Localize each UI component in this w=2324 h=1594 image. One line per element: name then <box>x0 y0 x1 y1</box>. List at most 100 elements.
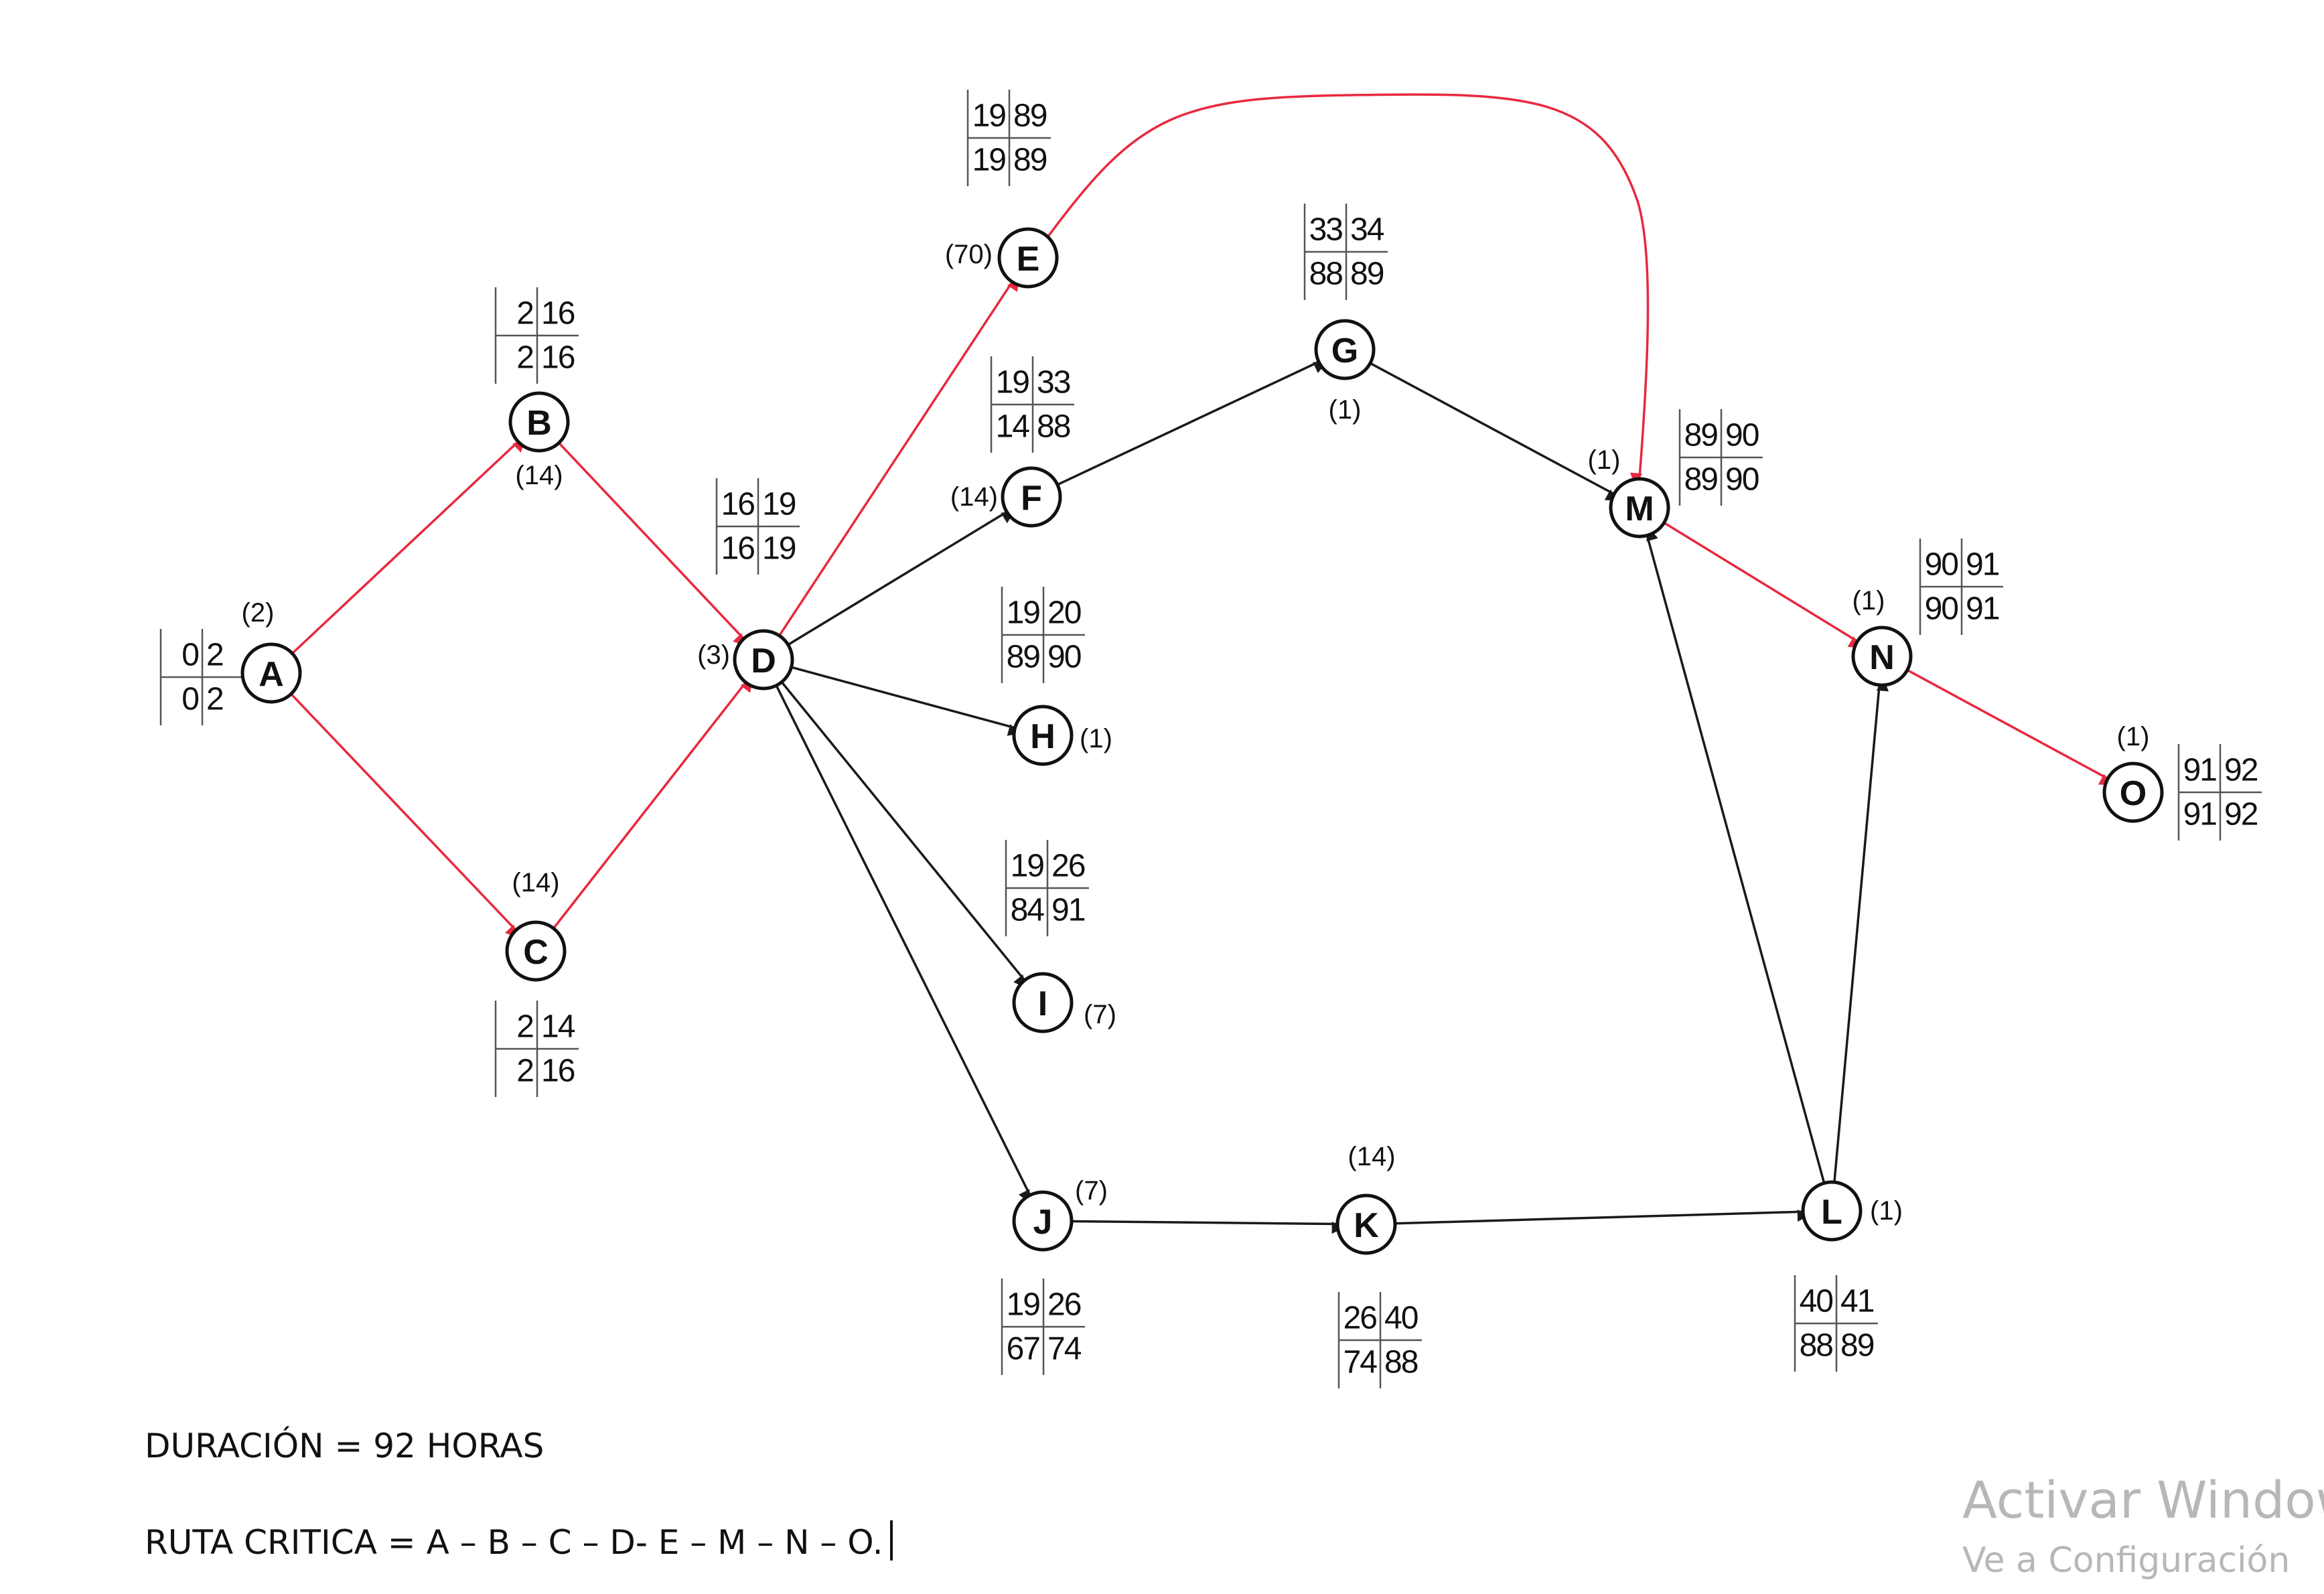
edge-d-j <box>775 684 1031 1203</box>
node-circle <box>240 642 302 704</box>
critical-path-summary: RUTA CRITICA = A – B – C – D- E – M – N … <box>145 1520 893 1562</box>
node-label: K <box>1354 1206 1379 1245</box>
node-circle <box>1012 972 1074 1033</box>
time-ef: 40 <box>1384 1301 1418 1336</box>
node-label: I <box>1038 985 1047 1023</box>
time-lf: 19 <box>762 531 796 567</box>
node-circle <box>2102 762 2164 823</box>
node-i: I(7) <box>1012 972 1116 1033</box>
time-ef: 20 <box>1047 595 1081 631</box>
duration-summary: DURACIÓN = 92 HORAS <box>145 1427 544 1465</box>
time-lf: 92 <box>2224 797 2258 832</box>
node-o: O(1) <box>2102 722 2164 823</box>
time-es: 19 <box>1011 849 1044 884</box>
time-es: 40 <box>1800 1284 1833 1319</box>
node-circle <box>1012 705 1074 766</box>
activation-watermark-subtitle: Ve a Configuración <box>1962 1540 2291 1581</box>
time-ls: 88 <box>1800 1328 1833 1364</box>
time-ef: 16 <box>541 296 575 332</box>
edge-l-m <box>1646 528 1826 1183</box>
node-duration: (70) <box>945 240 993 269</box>
edge-j-k <box>1071 1220 1344 1234</box>
time-lf: 88 <box>1384 1345 1418 1380</box>
time-ls: 74 <box>1343 1345 1378 1380</box>
time-es: 89 <box>1684 418 1718 453</box>
node-label: B <box>526 404 552 443</box>
edges-layer <box>290 93 2112 1234</box>
time-ef: 26 <box>1051 849 1085 884</box>
time-ef: 26 <box>1047 1287 1081 1323</box>
time-ls: 0 <box>181 682 198 717</box>
node-duration: (1) <box>1080 724 1112 753</box>
time-es: 19 <box>972 98 1006 134</box>
edge-k-l <box>1394 1209 1810 1225</box>
node-b: B (14) <box>508 391 570 490</box>
time-ls: 89 <box>1684 462 1718 498</box>
node-n: N(1) <box>1851 586 1913 687</box>
node-circle <box>1609 477 1670 538</box>
node-label: M <box>1625 490 1654 528</box>
time-ls: 67 <box>1007 1331 1040 1367</box>
time-es: 33 <box>1309 212 1343 248</box>
time-ef: 2 <box>206 638 223 673</box>
node-l: L(1) <box>1801 1180 1903 1242</box>
time-lf: 88 <box>1037 409 1070 445</box>
time-lf: 89 <box>1013 143 1047 178</box>
node-circle <box>1801 1180 1863 1242</box>
node-k: K(14) <box>1335 1142 1397 1255</box>
node-duration: (3) <box>697 640 730 670</box>
edge-n-o <box>1906 668 2112 786</box>
time-lf: 16 <box>541 340 575 376</box>
time-ef: 41 <box>1840 1284 1874 1319</box>
time-es: 19 <box>1007 1287 1040 1323</box>
node-d: D (3) <box>697 629 794 691</box>
node-circle <box>505 920 567 982</box>
time-ef: 14 <box>541 1009 575 1045</box>
node-circle <box>1851 626 1913 687</box>
node-f: F (14) <box>950 466 1062 528</box>
time-ef: 91 <box>1966 547 1999 583</box>
node-label: D <box>751 642 776 680</box>
node-duration: (14) <box>515 461 563 490</box>
time-lf: 90 <box>1047 640 1081 675</box>
node-label: G <box>1331 332 1358 370</box>
node-label: A <box>259 655 284 694</box>
time-ls: 84 <box>1011 893 1045 928</box>
node-label: O <box>2120 774 2147 813</box>
time-ls: 16 <box>721 531 755 567</box>
node-circle <box>1314 319 1376 380</box>
critical-path-text: RUTA CRITICA = A – B – C – D- E – M – N … <box>145 1523 883 1562</box>
node-circle <box>508 391 570 453</box>
time-lf: 89 <box>1840 1328 1874 1364</box>
node-label: H <box>1030 717 1056 756</box>
time-ls: 89 <box>1007 640 1040 675</box>
edge-d-e <box>778 278 1019 637</box>
text-cursor <box>889 1520 893 1561</box>
node-circle <box>733 629 794 691</box>
edge-d-f <box>787 511 1015 646</box>
edge-f-g <box>1057 361 1327 486</box>
node-duration: (14) <box>950 482 998 512</box>
node-duration: (7) <box>1075 1176 1108 1206</box>
time-es: 2 <box>516 296 533 332</box>
node-circle <box>997 227 1059 289</box>
time-lf: 90 <box>1725 462 1759 498</box>
node-duration: (14) <box>512 868 559 897</box>
time-es: 2 <box>516 1009 533 1045</box>
node-label: C <box>523 933 549 972</box>
time-lf: 91 <box>1966 591 1999 627</box>
time-ls: 2 <box>516 1054 533 1089</box>
time-es: 26 <box>1343 1301 1377 1336</box>
node-label: F <box>1021 479 1042 518</box>
node-duration: (1) <box>1588 445 1621 475</box>
node-label: J <box>1033 1203 1053 1242</box>
time-ef: 90 <box>1725 418 1759 453</box>
node-duration: (1) <box>1870 1196 1903 1226</box>
time-lf: 91 <box>1051 893 1085 928</box>
